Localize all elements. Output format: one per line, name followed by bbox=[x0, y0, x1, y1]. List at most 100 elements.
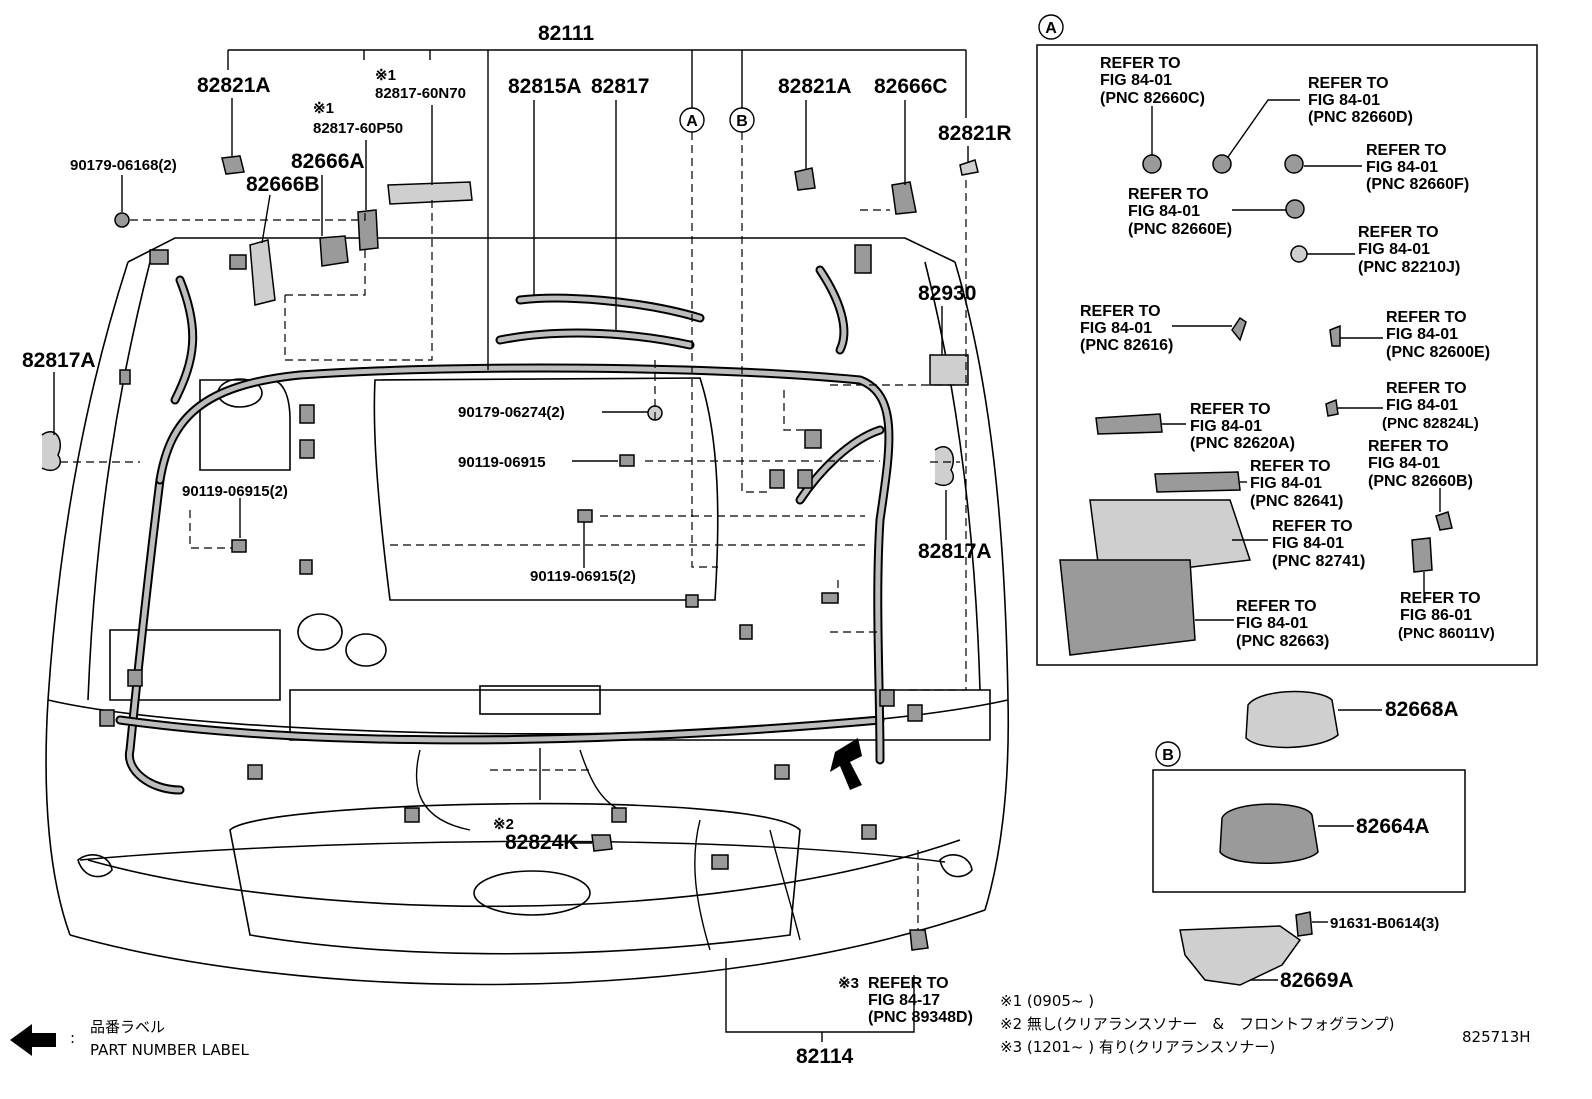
footnote-1: ※1 (0905~ ) bbox=[1000, 992, 1094, 1010]
ref-82641-l1: REFER TO bbox=[1250, 458, 1331, 475]
legend-colon: : bbox=[70, 1029, 75, 1047]
ref-82616-l2: FIG 84-01 bbox=[1080, 320, 1152, 337]
inset-A-refs: REFER TO FIG 84-01 (PNC 82660C) REFER TO… bbox=[1080, 55, 1495, 650]
ref-82660E-l3: (PNC 82660E) bbox=[1128, 221, 1232, 238]
ref-82824L: REFER TO FIG 84-01 (PNC 82824L) bbox=[1382, 380, 1479, 432]
parts bbox=[41, 155, 979, 951]
ref-82824L-l2: FIG 84-01 bbox=[1386, 397, 1458, 414]
label-82815A: 82815A bbox=[508, 75, 582, 98]
ref-82210J-l3: (PNC 82210J) bbox=[1358, 259, 1460, 276]
part-90119-06915-a bbox=[619, 454, 635, 467]
label-82817-60N70: 82817-60N70 bbox=[375, 85, 466, 102]
ref-82616-l3: (PNC 82616) bbox=[1080, 337, 1173, 354]
radiator-support bbox=[289, 689, 991, 741]
ref-82660C-l2: FIG 84-01 bbox=[1100, 72, 1172, 89]
connector bbox=[769, 469, 785, 489]
label-82666A: 82666A bbox=[291, 150, 365, 173]
wire-harness bbox=[79, 265, 946, 951]
connector bbox=[861, 824, 877, 840]
ref-82600E-l3: (PNC 82600E) bbox=[1386, 344, 1490, 361]
label-82817A-left: 82817A bbox=[22, 349, 96, 372]
part-89348D bbox=[909, 929, 929, 951]
ref-82660F-l3: (PNC 82660F) bbox=[1366, 176, 1469, 193]
hood-front-edge bbox=[47, 699, 1009, 735]
label-82821A-left: 82821A bbox=[197, 74, 271, 97]
part-82821A-right bbox=[794, 167, 816, 191]
part-90179-06168 bbox=[114, 212, 130, 228]
label-82817-60P50: 82817-60P50 bbox=[313, 120, 403, 137]
connector bbox=[229, 254, 247, 270]
inset-B: B 82664A bbox=[1152, 741, 1466, 893]
part-90119-06915-c bbox=[577, 509, 593, 523]
ref-82660F-l1: REFER TO bbox=[1366, 142, 1447, 159]
ref-82660D-l3: (PNC 82660D) bbox=[1308, 109, 1413, 126]
inset-A-part-82660C bbox=[1142, 154, 1162, 174]
left-fender-inner bbox=[87, 261, 151, 701]
inset-A-part-82741 bbox=[1089, 499, 1252, 579]
harness-connectors bbox=[99, 244, 923, 870]
dashed-lines bbox=[60, 132, 967, 930]
inset-A-part-82824L bbox=[1325, 398, 1339, 417]
inset-A-part-82600E bbox=[1329, 324, 1341, 347]
connector bbox=[797, 469, 813, 489]
label-82666C: 82666C bbox=[874, 75, 948, 98]
connector bbox=[299, 404, 315, 424]
inset-A-part-82616 bbox=[1231, 316, 1247, 342]
ref-82663: REFER TO FIG 84-01 (PNC 82663) bbox=[1236, 598, 1329, 650]
inset-A-badge bbox=[1038, 14, 1064, 40]
ref-82741-l3: (PNC 82741) bbox=[1272, 553, 1365, 570]
connector bbox=[879, 689, 895, 707]
part-82668A-group: 82668A bbox=[1245, 690, 1459, 749]
ref-82663-l2: FIG 84-01 bbox=[1236, 615, 1308, 632]
ref-82600E-l1: REFER TO bbox=[1386, 309, 1467, 326]
refer-89348D-line1: REFER TO bbox=[868, 975, 949, 992]
leader-lines bbox=[53, 49, 969, 1042]
label-90179-06168: 90179-06168(2) bbox=[70, 157, 177, 174]
part-82817-60P50 bbox=[357, 209, 379, 251]
connector bbox=[119, 369, 131, 385]
connector bbox=[774, 764, 790, 780]
inset-A-badge-text: A bbox=[1045, 20, 1057, 37]
part-82821R bbox=[959, 159, 979, 176]
ref-86011V: REFER TO FIG 86-01 (PNC 86011V) bbox=[1398, 590, 1495, 642]
ref-86011V-l1: REFER TO bbox=[1400, 590, 1481, 607]
ref-82663-l1: REFER TO bbox=[1236, 598, 1317, 615]
ref-82616: REFER TO FIG 84-01 (PNC 82616) bbox=[1080, 303, 1173, 354]
label-82824K: 82824K bbox=[505, 831, 579, 854]
emblem bbox=[473, 870, 591, 916]
engine-bay-drawing: A B 82111 82821A ※1 82817-60N70 ※1 82817… bbox=[22, 22, 1012, 1068]
connector bbox=[821, 592, 839, 604]
inset-B-frame bbox=[1152, 769, 1466, 893]
inset-A-part-82663 bbox=[1059, 559, 1196, 656]
note-mark-82824K: ※2 bbox=[493, 816, 514, 833]
ref-82660F-l2: FIG 84-01 bbox=[1366, 159, 1438, 176]
legend-en: PART NUMBER LABEL bbox=[90, 1041, 249, 1059]
inset-B-badge bbox=[1155, 741, 1181, 767]
connector bbox=[711, 854, 729, 870]
inset-A-part-82660F bbox=[1284, 154, 1304, 174]
ref-86011V-l2: FIG 86-01 bbox=[1400, 607, 1472, 624]
part-82666B bbox=[249, 239, 276, 306]
label-82668A: 82668A bbox=[1385, 698, 1459, 721]
inset-B-badge-text: B bbox=[1162, 747, 1174, 764]
front-arrow-icon bbox=[830, 738, 862, 790]
part-82668A bbox=[1245, 690, 1339, 749]
label-90179-06274: 90179-06274(2) bbox=[458, 404, 565, 421]
part-90119-06915-b bbox=[231, 539, 247, 553]
legend: : 品番ラベル PART NUMBER LABEL bbox=[10, 1018, 249, 1059]
ref-82741: REFER TO FIG 84-01 (PNC 82741) bbox=[1272, 518, 1365, 570]
callout-A: A bbox=[679, 107, 705, 133]
ref-82660B-l1: REFER TO bbox=[1368, 438, 1449, 455]
part-labels: 82111 82821A ※1 82817-60N70 ※1 82817-60P… bbox=[22, 22, 1012, 1068]
right-fender-inner bbox=[924, 261, 981, 691]
part-82817A-left bbox=[41, 431, 62, 472]
connector bbox=[247, 764, 263, 780]
note-mark-60P50: ※1 bbox=[313, 100, 334, 117]
refer-89348D-line3: (PNC 89348D) bbox=[868, 1009, 973, 1026]
connector bbox=[404, 807, 420, 823]
part-82664A bbox=[1219, 803, 1319, 864]
right-fender-outline bbox=[954, 261, 1010, 911]
label-82817A-right: 82817A bbox=[918, 540, 992, 563]
ref-82660D-l2: FIG 84-01 bbox=[1308, 92, 1380, 109]
